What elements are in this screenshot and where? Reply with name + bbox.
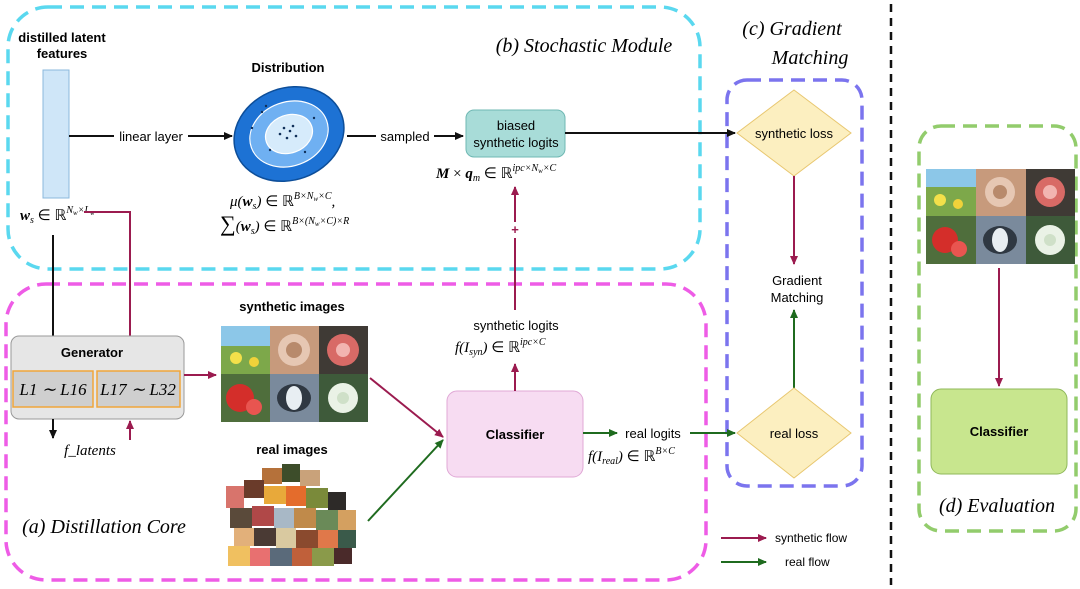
evaluation-region — [917, 124, 1078, 533]
generator-title: Generator — [61, 345, 123, 360]
eval-classifier-label: Classifier — [970, 424, 1029, 439]
gradient-matching-line2: Matching — [771, 290, 824, 305]
biased-logits-line1: biased — [497, 118, 535, 133]
synthetic-logits-math: f(Isyn) ∈ ℝipc×C — [455, 337, 546, 358]
stochastic-module-region — [6, 5, 702, 271]
stochastic-module-title: (b) Stochastic Module — [496, 35, 673, 57]
ws-math: ws ∈ ℝNw×Lw — [20, 205, 95, 226]
sigma-math: ∑(ws) ∈ ℝB×(Nw×C)×R — [220, 211, 349, 237]
evaluation-title: (d) Evaluation — [939, 495, 1055, 517]
linear-layer-label: linear layer — [119, 129, 183, 144]
synthetic-images-label: synthetic images — [239, 299, 345, 314]
real-logits-math: f(Ireal) ∈ ℝB×C — [588, 446, 675, 467]
latent-title-line2: features — [37, 46, 88, 61]
gradient-matching-title-line2: Matching — [771, 47, 849, 69]
biased-logits-math: M × qm ∈ ℝipc×Nw×C — [435, 163, 557, 184]
generator-layers-b-label: L17 ∼ L32 — [99, 380, 176, 399]
gradient-matching-title-line1: (c) Gradient — [742, 18, 842, 40]
real-loss-diamond — [736, 387, 852, 479]
generator-layers-b — [96, 370, 181, 408]
evaluation-images-grid — [926, 169, 1075, 264]
legend-synthetic-label: synthetic flow — [775, 531, 847, 545]
real-images-label: real images — [256, 442, 328, 457]
synthetic-logits-label: synthetic logits — [473, 318, 559, 333]
real-logits-label: real logits — [625, 426, 681, 441]
distribution-points — [250, 104, 316, 154]
distribution-ellipse — [233, 85, 345, 183]
ws-to-generator-l17-arrow — [84, 211, 134, 371]
legend-real-label: real flow — [785, 555, 830, 569]
classifier-label: Classifier — [486, 427, 545, 442]
real-images-collage — [226, 464, 356, 566]
latent-title-line1: distilled latent — [18, 30, 106, 45]
gradient-matching-line1: Gradient — [772, 273, 822, 288]
eval-classifier-box — [930, 388, 1068, 475]
real-loss-label: real loss — [770, 426, 819, 441]
latent-features-box — [42, 69, 70, 199]
biased-logits-line2: synthetic logits — [473, 135, 559, 150]
plus-sign: + — [511, 222, 519, 237]
synthetic-images-to-classifier-arrow — [369, 377, 444, 438]
distribution-title: Distribution — [252, 60, 325, 75]
mu-math: μ(ws) ∈ ℝB×Nw×C, — [229, 191, 335, 212]
f-latents-label: f_latents — [64, 443, 116, 459]
distillation-core-region — [4, 282, 708, 582]
synthetic-images-grid — [221, 326, 368, 422]
generator-layers-a — [12, 370, 94, 408]
synthetic-loss-label: synthetic loss — [755, 126, 834, 141]
sampled-label: sampled — [380, 129, 429, 144]
real-images-to-classifier-arrow — [367, 439, 444, 522]
distillation-core-title: (a) Distillation Core — [22, 516, 186, 538]
gradient-matching-region — [725, 78, 864, 488]
generator-layers-a-label: L1 ∼ L16 — [18, 380, 87, 399]
